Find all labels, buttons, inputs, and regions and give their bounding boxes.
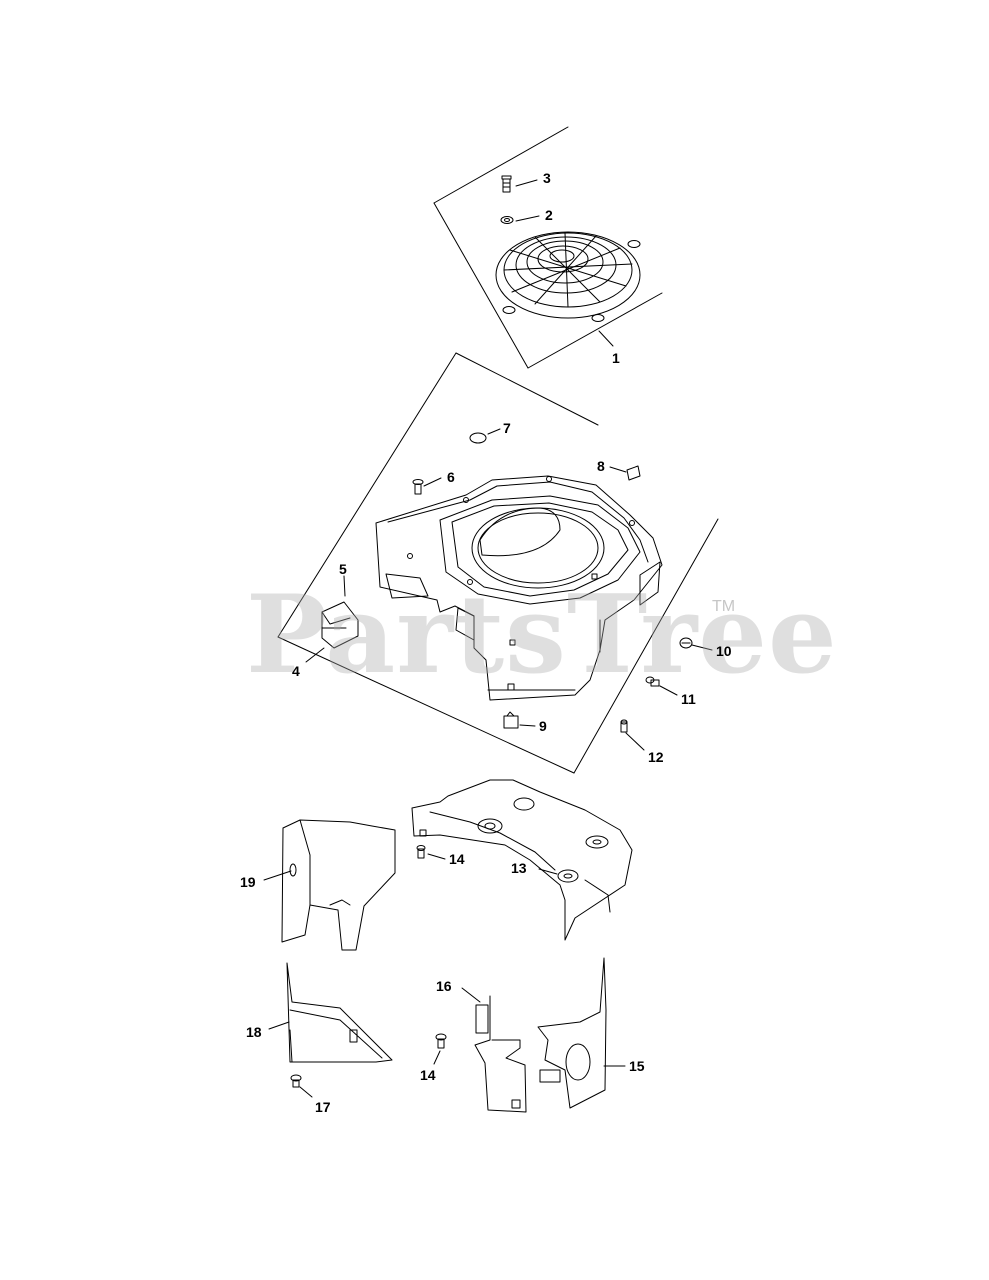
- part-5-bracket-icon: [321, 601, 359, 649]
- callout-18: 18: [246, 1024, 262, 1040]
- part-2-washer-icon: [500, 216, 514, 224]
- part-1-screen-icon: [495, 231, 641, 322]
- part-16-baffle-icon: [474, 995, 527, 1113]
- callout-9: 9: [539, 718, 547, 734]
- part-10-screw-icon: [679, 637, 693, 649]
- callout-8: 8: [597, 458, 605, 474]
- part-13-baffle-icon: [411, 779, 633, 941]
- part-9-clip-icon: [503, 711, 519, 729]
- callout-17: 17: [315, 1099, 331, 1115]
- part-15-baffle-icon: [537, 957, 607, 1109]
- callout-13: 13: [511, 860, 527, 876]
- callout-11: 11: [681, 691, 696, 707]
- callout-19: 19: [240, 874, 256, 890]
- housing-group-frame: [277, 352, 719, 774]
- callout-14-lower: 14: [420, 1067, 436, 1083]
- callout-15: 15: [629, 1058, 645, 1074]
- callout-6: 6: [447, 469, 455, 485]
- part-3-screw-icon: [501, 175, 512, 193]
- callout-2: 2: [545, 207, 553, 223]
- part-17-screw-icon: [290, 1074, 302, 1088]
- callout-10: 10: [716, 643, 732, 659]
- callout-1: 1: [612, 350, 620, 366]
- callout-3: 3: [543, 170, 551, 186]
- part-19-baffle-icon: [281, 819, 396, 951]
- part-6-screw-icon: [412, 479, 424, 495]
- part-18-baffle-icon: [286, 962, 393, 1063]
- callout-4: 4: [292, 663, 300, 679]
- watermark: PartsTree: [246, 572, 838, 698]
- callout-12: 12: [648, 749, 664, 765]
- screen-group-frame: [433, 126, 663, 369]
- part-12-pin-icon: [620, 719, 628, 733]
- part-11-pin-icon: [645, 676, 660, 687]
- callout-7: 7: [503, 420, 511, 436]
- part-blower-housing-icon: [375, 475, 663, 701]
- part-7-plug-icon: [469, 432, 487, 444]
- part-14a-screw-icon: [416, 845, 426, 859]
- callout-14-upper: 14: [449, 851, 465, 867]
- callout-5: 5: [339, 561, 347, 577]
- callout-16: 16: [436, 978, 452, 994]
- part-14b-screw-icon: [435, 1033, 447, 1049]
- watermark-trademark: TM: [712, 598, 736, 615]
- part-8-clip-icon: [626, 465, 641, 481]
